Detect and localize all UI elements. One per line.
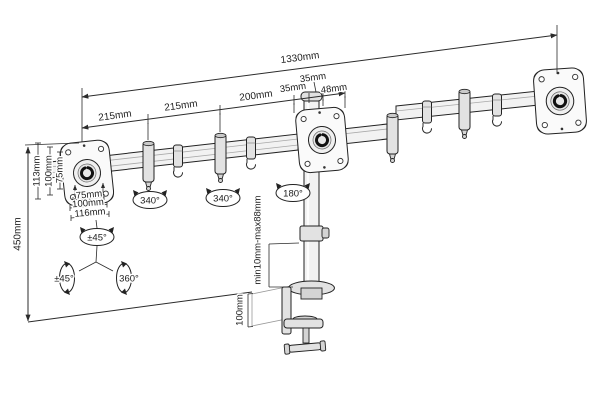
dim-bottom-inner-label: 75mm: [75, 188, 102, 201]
dim-height: [24, 142, 253, 323]
arm-joint-4: [458, 88, 471, 139]
rotation-arm2-label: 340°: [213, 194, 233, 205]
vesa-plate-right: [531, 65, 589, 137]
arm-joint-2: [214, 132, 227, 183]
dim-arm-segments: [81, 81, 346, 140]
dim-span1-label: 215mm: [98, 109, 133, 124]
dim-bottom-outer-label: 116mm: [74, 206, 106, 220]
dim-span2-label: 215mm: [164, 99, 199, 114]
dim-off2-label: 35mm: [299, 71, 327, 85]
arm-joint-1: [142, 140, 155, 191]
dim-height-label: 450mm: [13, 217, 24, 250]
swivel-label: 360°: [119, 274, 139, 285]
dim-total-label: 1330mm: [280, 50, 320, 66]
cable-hook-2: [246, 158, 257, 170]
dim-vesa-bottom: [69, 182, 110, 221]
dim-span3-label: 200mm: [239, 89, 274, 104]
arm-joint-3: [386, 112, 399, 163]
rotation-pole-label: 180°: [283, 189, 303, 200]
dim-off1-label: 35mm: [279, 81, 307, 95]
vesa-plate-center: [293, 104, 351, 176]
dim-side-inner-label: 75mm: [55, 157, 66, 183]
arm-bar-right: [395, 89, 549, 121]
dim-side-mid-label: 100mm: [44, 155, 55, 187]
cable-hook-4: [492, 115, 503, 127]
tube-collar-4: [492, 93, 502, 117]
dim-side-outer-label: 113mm: [32, 155, 43, 186]
dim-bottom-mid-label: 100mm: [72, 197, 105, 211]
desk-baseline: [27, 291, 253, 323]
dim-clamp-range: [247, 242, 300, 328]
tube-collar-2: [246, 136, 256, 160]
tilt-diagram: [78, 219, 114, 272]
tilt-top-label: ±45°: [87, 233, 107, 244]
cable-hook-1: [173, 166, 184, 178]
cable-hook-3: [422, 122, 433, 134]
dim-clamp-range-label: min10mm-max88mm: [253, 195, 264, 284]
tube-collar-3: [422, 100, 432, 124]
dim-off3-label: 48mm: [320, 82, 348, 96]
desk-clamp: [281, 280, 335, 355]
clamp-handle: [283, 340, 327, 355]
dim-clamp-depth-label: 100mm: [235, 294, 246, 326]
tube-collar-1: [173, 144, 183, 168]
tilt-side-label: ±45°: [54, 274, 74, 285]
dim-vesa-side: [35, 142, 63, 200]
rotation-arm1-label: 340°: [140, 196, 160, 207]
